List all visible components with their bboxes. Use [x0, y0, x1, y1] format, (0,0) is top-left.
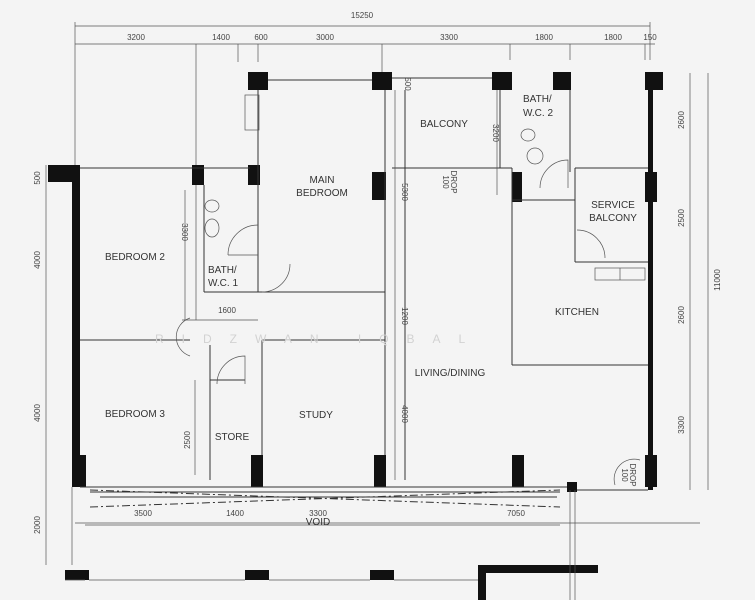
room-service-balcony-line2: BALCONY	[589, 213, 637, 224]
dim-living-2: 1200	[400, 307, 409, 325]
dim-right-4: 3300	[677, 416, 686, 434]
dim-drop1-label: DROP	[449, 170, 458, 193]
room-bath2-line2: W.C. 2	[523, 108, 553, 119]
dim-drop2-label: DROP	[628, 463, 637, 486]
dim-right-total: 11000	[713, 269, 722, 291]
dim-right-1: 2600	[677, 111, 686, 129]
dim-total-width: 15250	[351, 11, 374, 20]
dim-bottom-2: 1400	[226, 509, 244, 518]
room-kitchen: KITCHEN	[555, 307, 599, 318]
bottom-dimensions: 3500 1400 3300 7050	[75, 509, 700, 524]
dim-balcony: 3200	[491, 124, 500, 142]
room-service-balcony-line1: SERVICE	[591, 200, 635, 211]
dim-top-7: 1800	[604, 33, 622, 42]
room-study: STUDY	[299, 410, 333, 421]
dim-ledge: 500	[403, 77, 412, 91]
dim-top-6: 1800	[535, 33, 553, 42]
dim-top-8: 150	[643, 33, 657, 42]
dim-drop2: 100	[620, 468, 629, 482]
dim-right-3: 2600	[677, 306, 686, 324]
watermark: RIDZWAN IQBAL	[155, 332, 483, 346]
walls	[48, 72, 663, 600]
room-store: STORE	[215, 432, 250, 443]
dim-left-1: 500	[33, 171, 42, 185]
void-area	[65, 487, 576, 600]
dim-top-1: 3200	[127, 33, 145, 42]
room-bath1-line2: W.C. 1	[208, 278, 238, 289]
right-dimensions: 2600 2500 2600 3300 11000	[677, 73, 722, 490]
dim-bath1: 3300	[180, 223, 189, 241]
room-void: VOID	[306, 517, 330, 528]
dim-bottom-4: 7050	[507, 509, 525, 518]
room-labels: BEDROOM 2 BEDROOM 3 MAIN BEDROOM BALCONY…	[105, 94, 637, 528]
dim-top-4: 3000	[316, 33, 334, 42]
dim-top-2: 1400	[212, 33, 230, 42]
dim-bottom-3: 3300	[309, 509, 327, 518]
room-bedroom-2: BEDROOM 2	[105, 252, 165, 263]
dim-top-3: 600	[254, 33, 268, 42]
room-living-dining: LIVING/DINING	[415, 368, 486, 379]
dim-living-3: 4000	[400, 405, 409, 423]
room-bath1-line1: BATH/	[208, 265, 237, 276]
room-bedroom-3: BEDROOM 3	[105, 409, 165, 420]
dim-corridor: 1600	[218, 306, 236, 315]
dim-right-2: 2500	[677, 209, 686, 227]
room-bath2-line1: BATH/	[523, 94, 552, 105]
dim-store: 2500	[183, 431, 192, 449]
dim-top-5: 3300	[440, 33, 458, 42]
left-dimensions: 500 4000 4000 2000	[33, 165, 47, 565]
partitions	[80, 77, 648, 498]
dim-living-1: 5300	[400, 183, 409, 201]
dim-left-4: 2000	[33, 516, 42, 534]
interior-dimensions: 3300 1600 2500 5300 1200 4000 3200 500 1…	[180, 77, 637, 486]
room-main-bedroom-line2: BEDROOM	[296, 188, 348, 199]
room-balcony: BALCONY	[420, 119, 468, 130]
dim-bottom-1: 3500	[134, 509, 152, 518]
dim-left-3: 4000	[33, 404, 42, 422]
dim-left-2: 4000	[33, 251, 42, 269]
dim-drop1: 100	[441, 175, 450, 189]
room-main-bedroom-line1: MAIN	[310, 175, 335, 186]
